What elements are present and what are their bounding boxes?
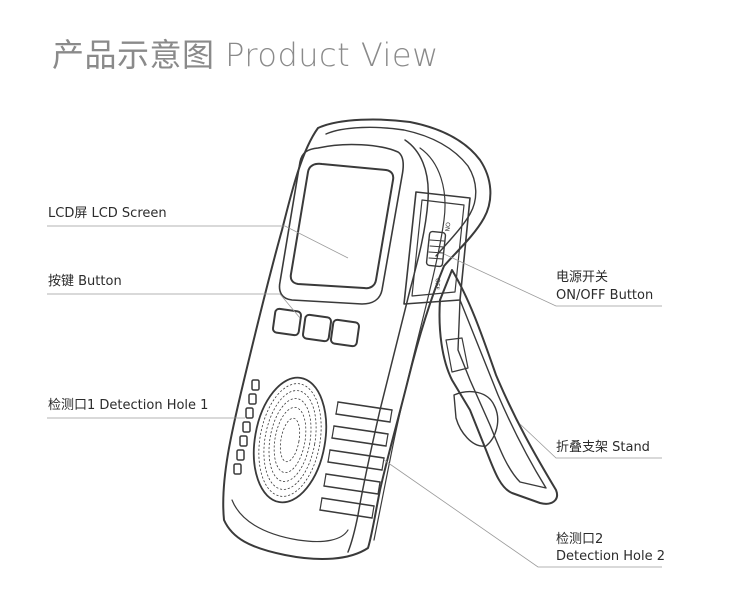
button-leader-line	[47, 293, 301, 319]
lcd-screen	[278, 143, 404, 305]
power-leader-line	[443, 253, 662, 307]
device-body	[222, 118, 492, 561]
callout-power-cn: 电源开关	[556, 270, 609, 285]
switch-off-mark: OFF	[433, 278, 441, 291]
detection-hole-2-vents	[319, 401, 393, 519]
detection-hole-1-slots	[233, 379, 260, 475]
callout-detection-hole-2-en: Detection Hole 2	[556, 549, 666, 564]
buttons	[271, 307, 361, 348]
folding-stand	[438, 269, 558, 505]
switch-on-mark: ON	[443, 222, 451, 232]
stand-leader-line	[519, 423, 662, 459]
callout-lcd-screen: LCD屏 LCD Screen	[48, 206, 167, 221]
hole2-leader-line	[383, 459, 662, 568]
page-title: 产品示意图 Product View	[52, 36, 439, 74]
lcd-leader-line	[47, 225, 349, 259]
callout-detection-hole-2-cn: 检测口2	[556, 532, 604, 547]
speaker-grille	[252, 376, 328, 504]
callout-detection-hole-1: 检测口1 Detection Hole 1	[48, 398, 209, 413]
callout-power-en: ON/OFF Button	[556, 288, 654, 303]
callout-stand: 折叠支架 Stand	[556, 440, 650, 455]
power-switch	[403, 191, 471, 305]
callout-button: 按键 Button	[48, 274, 122, 289]
